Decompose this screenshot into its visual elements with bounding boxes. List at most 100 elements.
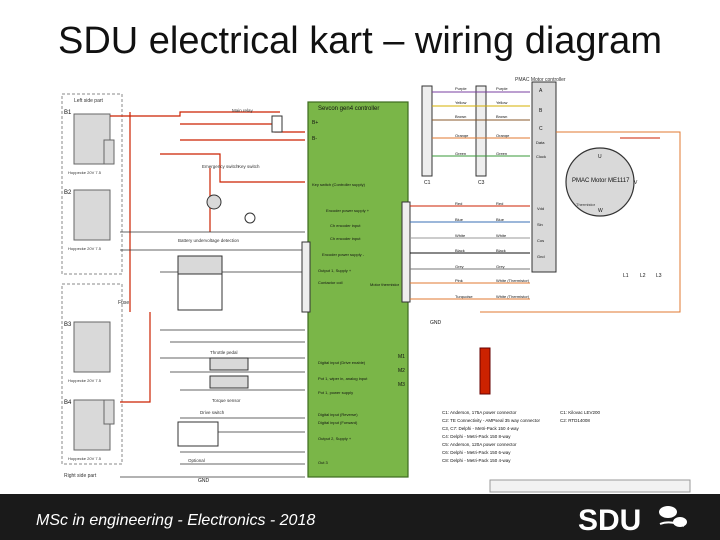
motor-wires <box>410 91 530 300</box>
svg-text:L1: L1 <box>623 273 629 279</box>
controller-name: Sevcon gen4 controller <box>318 106 379 112</box>
gnd-label-bottom: GND <box>198 478 210 484</box>
svg-text:Orange: Orange <box>455 133 469 138</box>
svg-text:Blue: Blue <box>455 217 464 222</box>
wire-labels-right: Purple Yellow Brown Orange Green Red Blu… <box>496 86 530 299</box>
svg-text:C1: C1 <box>424 180 431 186</box>
battery-b3: B3 Hoppecke 20V 7.5 <box>64 321 111 383</box>
svg-text:Purple: Purple <box>496 86 508 91</box>
throttle-pedal: Throttle pedal <box>209 350 249 389</box>
svg-text:Digital input (Forward): Digital input (Forward) <box>318 420 358 425</box>
fuse-block-bottom <box>103 399 115 425</box>
svg-text:Out 3: Out 3 <box>318 460 329 465</box>
connector-legend-right: C1: Kilovac LEV200 C2: RTD14008 <box>560 410 601 423</box>
torque-sensor: Torque sensor <box>212 398 241 403</box>
main-relay: Main relay <box>232 108 283 133</box>
svg-text:Battery undervoltage detection: Battery undervoltage detection <box>178 238 240 243</box>
svg-text:C1: Kilovac LEV200: C1: Kilovac LEV200 <box>560 410 601 415</box>
svg-text:Cos: Cos <box>537 238 544 243</box>
svg-text:PMAC Motor ME1117: PMAC Motor ME1117 <box>572 178 630 184</box>
svg-text:White: White <box>455 233 466 238</box>
leaf-icon <box>659 506 687 527</box>
gnd-label: GND <box>430 320 442 326</box>
page-title: SDU electrical kart – wiring diagram <box>58 20 662 62</box>
svg-text:Main relay: Main relay <box>232 108 254 113</box>
svg-text:Fuse: Fuse <box>118 300 129 306</box>
svg-text:Torque sensor: Torque sensor <box>212 398 241 403</box>
svg-text:Orange: Orange <box>496 133 510 138</box>
svg-text:Brown: Brown <box>455 114 466 119</box>
sevcon-controller: Sevcon gen4 controller B+ B- Key switch … <box>307 101 409 478</box>
svg-text:M1: M1 <box>398 354 405 360</box>
svg-text:Motor thermistor: Motor thermistor <box>370 282 400 287</box>
svg-text:B+: B+ <box>312 120 318 126</box>
svg-text:Black: Black <box>455 248 465 253</box>
svg-text:Emergency switch: Emergency switch <box>202 164 239 169</box>
sdu-logo: SDU <box>578 504 687 534</box>
svg-text:C2: RTD14008: C2: RTD14008 <box>560 418 590 423</box>
svg-text:Gnd: Gnd <box>537 254 545 259</box>
svg-text:Hoppecke 20V 7.5: Hoppecke 20V 7.5 <box>68 378 102 383</box>
svg-text:W: W <box>598 208 603 214</box>
svg-text:C5: Anderson, 120A power conne: C5: Anderson, 120A power connector <box>442 442 517 447</box>
left-side-group <box>61 93 123 275</box>
svg-text:Hoppecke 20V 7.5: Hoppecke 20V 7.5 <box>68 170 102 175</box>
drive-switch: Drive switch Optional <box>177 410 225 463</box>
svg-text:Red: Red <box>496 201 503 206</box>
svg-text:Hoppecke 20V 7.5: Hoppecke 20V 7.5 <box>68 456 102 461</box>
svg-text:Turquoise: Turquoise <box>455 294 473 299</box>
svg-text:C6: Delphi - Metri-Pack 150 6-: C6: Delphi - Metri-Pack 150 6-way <box>442 450 511 455</box>
title-block <box>489 479 691 493</box>
right-side-group <box>61 283 123 465</box>
svg-text:Yellow: Yellow <box>455 100 467 105</box>
svg-text:Clock: Clock <box>536 154 546 159</box>
svg-text:Digital input (Reverse): Digital input (Reverse) <box>318 412 358 417</box>
connector-strip-c4 <box>401 201 411 303</box>
red-indicator <box>479 347 491 395</box>
logo-text: SDU <box>578 504 641 534</box>
svg-text:Key switch (Controller supply): Key switch (Controller supply) <box>312 182 366 187</box>
svg-text:L3: L3 <box>656 273 662 279</box>
svg-text:B1: B1 <box>64 110 72 116</box>
svg-text:C1: Anderson, 175A power conne: C1: Anderson, 175A power connector <box>442 410 517 415</box>
svg-text:Green: Green <box>455 151 466 156</box>
svg-text:A: A <box>539 88 543 94</box>
svg-text:Purple: Purple <box>455 86 467 91</box>
svg-text:Sin: Sin <box>537 222 543 227</box>
top-right-label: PMAC Motor controller <box>515 77 566 83</box>
svg-text:Red: Red <box>455 201 462 206</box>
undervoltage-box: Battery undervoltage detection <box>177 238 240 311</box>
level-labels: L1 L2 L3 <box>623 273 662 279</box>
svg-text:Drive switch: Drive switch <box>200 410 225 415</box>
battery-b4: B4 Hoppecke 20V 7.5 <box>64 399 111 461</box>
svg-text:Hoppecke 20V 7.5: Hoppecke 20V 7.5 <box>68 246 102 251</box>
battery-b1: B1 Hoppecke 20V 7.5 <box>64 110 111 175</box>
svg-text:White: White <box>496 233 507 238</box>
signal-wires <box>120 231 305 478</box>
svg-text:C: C <box>539 126 543 132</box>
footer-text: MSc in engineering - Electronics - 2018 <box>36 512 316 529</box>
motor-orange-wire <box>480 131 681 313</box>
svg-text:Grey: Grey <box>496 264 505 269</box>
svg-text:Yellow: Yellow <box>496 100 508 105</box>
battery-b2: B2 Hoppecke 20V 7.5 <box>64 189 111 251</box>
svg-text:White (Thermistor): White (Thermistor) <box>496 294 530 299</box>
svg-text:Contactor coil: Contactor coil <box>318 280 343 285</box>
wire-labels-left: Purple Yellow Brown Orange Green Red Blu… <box>455 86 473 299</box>
svg-text:B3: B3 <box>64 322 72 328</box>
svg-text:Black: Black <box>496 248 506 253</box>
svg-text:L2: L2 <box>640 273 646 279</box>
svg-text:Vdd: Vdd <box>537 206 544 211</box>
svg-text:Ch encoder input: Ch encoder input <box>330 223 361 228</box>
svg-text:Pink: Pink <box>455 278 463 283</box>
svg-text:Data: Data <box>536 140 545 145</box>
svg-text:M2: M2 <box>398 368 405 374</box>
svg-text:Brown: Brown <box>496 114 507 119</box>
svg-text:Ch encoder input: Ch encoder input <box>330 236 361 241</box>
svg-text:M3: M3 <box>398 382 405 388</box>
svg-text:C8: Delphi - Metri-Pack 150 4-: C8: Delphi - Metri-Pack 150 4-way <box>442 458 511 463</box>
motor-pin-block: A B C Data Clock Vdd Sin Cos Gnd <box>531 81 557 273</box>
svg-text:C4: Delphi - Metri-Pack 150 8-: C4: Delphi - Metri-Pack 150 8-way <box>442 434 511 439</box>
svg-text:Throttle pedal: Throttle pedal <box>210 350 238 355</box>
svg-text:U: U <box>598 154 602 160</box>
